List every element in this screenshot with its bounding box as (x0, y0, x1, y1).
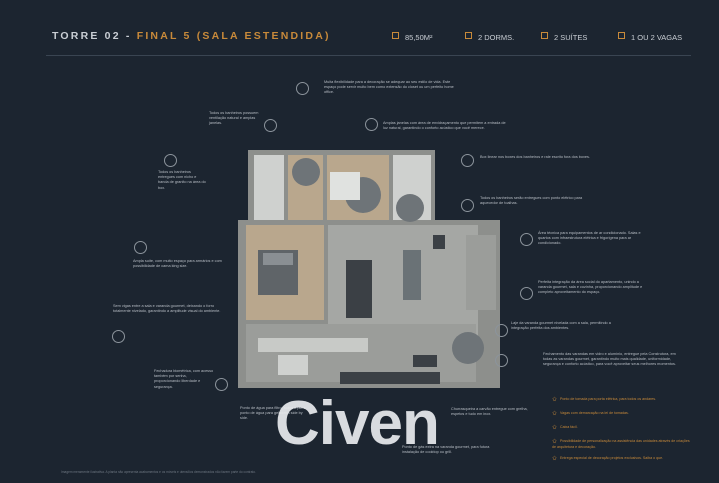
balcony (466, 235, 496, 310)
area-icon (392, 32, 399, 39)
spec-area: 85,50M² (392, 32, 433, 42)
civen-logo: Civen (275, 389, 440, 458)
bed-icon (465, 32, 472, 39)
grill-counter (340, 372, 440, 384)
legend-item: ✩Caixa fácil. (552, 424, 578, 431)
spec-parking: 1 OU 2 VAGAS (618, 32, 682, 42)
rug-closet (292, 158, 320, 186)
legend-text: Ponto de tomada para porta elétrica, par… (560, 397, 657, 401)
sofa (403, 250, 421, 300)
dining-table (346, 260, 372, 318)
spec-bedrooms-text: 2 DORMS. (478, 33, 515, 42)
star-icon: ✩ (552, 456, 558, 462)
bed-2 (330, 172, 360, 200)
shower-icon (461, 154, 474, 167)
note-shower: Box linear nos boxes dos banheiros e ral… (480, 155, 590, 159)
title-final: FINAL 5 (SALA ESTENDIDA) (136, 30, 331, 42)
laundry (278, 355, 308, 375)
rug-balcony (452, 332, 484, 364)
ac-icon (520, 233, 533, 246)
floor-icon (495, 324, 508, 337)
note-ventilation: Todos os banheiros possuem ventilação na… (209, 111, 259, 126)
note-floor: Laje da varanda gourmet nivelada com a s… (511, 321, 611, 331)
header-divider (46, 55, 691, 56)
legend-text: Entrega especial de decoração projetos e… (560, 456, 664, 460)
pillows (263, 253, 293, 265)
star-icon: ✩ (552, 411, 558, 417)
note-ac: Área técnica para equipamentos de ar con… (538, 231, 641, 246)
note-water: Ponto de água para filtro, sobre a pia e… (240, 406, 306, 421)
spec-bedrooms: 2 DORMS. (465, 32, 514, 42)
car-icon (618, 32, 625, 39)
note-integration: Perfeita integração da área social do ap… (538, 280, 643, 295)
legend-item: ✩Entrega especial de decoração projetos … (552, 455, 663, 462)
legend-text: Possibilidade de personalização na assis… (552, 439, 690, 449)
flex-space-icon (296, 82, 309, 95)
suite-bed-icon (134, 241, 147, 254)
lock-icon (215, 378, 228, 391)
rug-bath (396, 194, 424, 222)
heater-icon (461, 199, 474, 212)
window-icon (365, 118, 378, 131)
star-icon: ✩ (552, 425, 558, 431)
note-bath-tile: Todos os banheiros entregues com nicho e… (158, 170, 206, 190)
spec-suites: 2 SUÍTES (541, 32, 587, 42)
unit-title: TORRE 02 - FINAL 5 (SALA ESTENDIDA) (52, 30, 331, 42)
facade-icon (495, 354, 508, 367)
note-grill: Churrasqueira a carvão entregue com grel… (451, 407, 528, 417)
floor-plan (238, 150, 500, 388)
legend-text: Caixa fácil. (560, 425, 578, 429)
star-icon: ✩ (552, 397, 558, 403)
ceiling-icon (112, 330, 125, 343)
note-windows: Amplas janelas com área de envidraçament… (383, 121, 506, 131)
note-flex-space: Muita flexibilidade para a decoração se … (324, 80, 454, 95)
legend-item: ✩Vagas com demarcação na lei de tomadas. (552, 410, 629, 417)
title-tower: TORRE 02 - (52, 30, 137, 42)
lounge-chair (413, 355, 437, 367)
legend-text: Vagas com demarcação na lei de tomadas. (560, 411, 629, 415)
footer-disclaimer: Imagem meramente ilustrativa. A planta n… (61, 470, 256, 474)
bathroom-1 (254, 155, 284, 220)
note-heater: Todos os banheiros serão entregues com p… (480, 196, 583, 206)
note-gas: Ponto de gás extra na varanda gourmet, p… (402, 445, 490, 455)
legend-item: ✩Ponto de tomada para porta elétrica, pa… (552, 396, 656, 403)
unit-header: TORRE 02 - FINAL 5 (SALA ESTENDIDA) 85,5… (52, 28, 702, 48)
note-suite: Ampla suíte, com muito espaço para armár… (133, 259, 222, 269)
legend-item: ✩Possibilidade de personalização na assi… (552, 438, 692, 449)
spec-area-text: 85,50M² (405, 33, 433, 42)
spec-parking-text: 1 OU 2 VAGAS (631, 33, 683, 42)
armchair (433, 235, 445, 249)
integration-icon (520, 287, 533, 300)
ventilation-icon (264, 119, 277, 132)
note-lock: Fechadura biométrica, com acesso também … (154, 369, 214, 389)
niche-icon (164, 154, 177, 167)
star-icon: ✩ (552, 439, 558, 445)
suite-icon (541, 32, 548, 39)
kitchen-counter (258, 338, 368, 352)
spec-suites-text: 2 SUÍTES (554, 33, 588, 42)
note-beams: Sem vigas entre a sala e varanda gourmet… (113, 304, 221, 314)
note-facade: Fechamento das varandas em vidro e alumí… (543, 352, 676, 367)
